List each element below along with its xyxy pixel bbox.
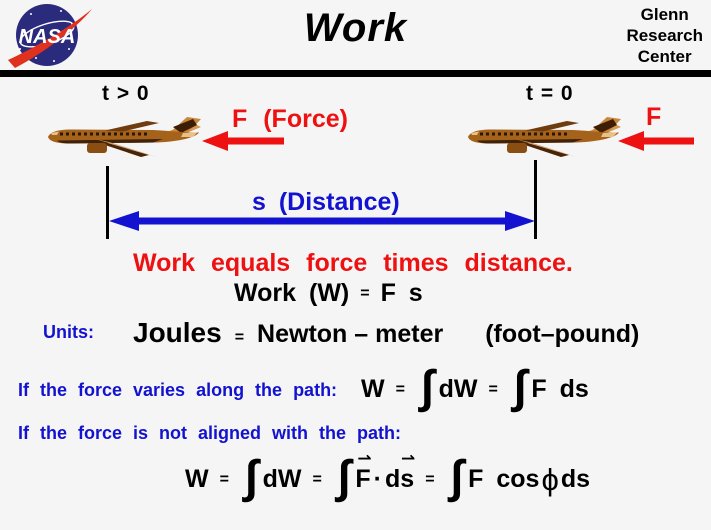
equals-sign: =	[488, 380, 498, 398]
na-w: W	[185, 465, 209, 494]
nasa-logo-icon: NASA	[8, 4, 92, 68]
time-label-left: t > 0	[102, 82, 150, 105]
units-label: Units:	[43, 322, 94, 342]
integral-icon: ∫	[513, 360, 527, 412]
equals-sign: =	[395, 380, 405, 398]
var-dw: dW	[438, 375, 478, 404]
measure-line-right	[534, 160, 537, 239]
nasa-logo-text: NASA	[19, 26, 76, 48]
na-ds: ds	[385, 465, 415, 494]
org-line-3: Center	[637, 47, 692, 66]
airplane-right-icon	[466, 115, 623, 159]
na-dw: dW	[262, 465, 302, 494]
condition-varies-label: If the force varies along the path:	[18, 380, 338, 400]
org-line-2: Research	[626, 26, 703, 45]
work-def-rhs: F s	[380, 279, 423, 307]
equals-sign: =	[312, 470, 322, 488]
airplane-left-icon	[46, 115, 203, 159]
force-label: F (Force)	[232, 105, 348, 133]
condition-not-aligned-label: If the force is not aligned with the pat…	[18, 423, 402, 443]
equals-sign: =	[219, 470, 229, 488]
phi-symbol: ϕ	[541, 461, 559, 497]
na-f: F	[355, 465, 371, 494]
force-label-right: F	[646, 103, 662, 131]
work-definition-formula: Work (W) = F s	[234, 279, 423, 308]
time-label-right: t = 0	[526, 82, 574, 105]
org-line-1: Glenn	[640, 5, 689, 24]
units-joules: Joules	[133, 317, 222, 348]
var-fds: F ds	[531, 375, 589, 404]
not-aligned-formula: W = ∫ dW = ∫ ⇀ F · ⇀ ds = ∫ F cos ϕ ds	[185, 450, 590, 502]
integral-icon: ∫	[450, 450, 464, 502]
varies-formula: W = ∫ dW = ∫ F ds	[361, 360, 589, 412]
nasa-logo-swoosh	[8, 9, 92, 68]
force-arrow-left-icon	[202, 131, 284, 151]
var-w: W	[361, 375, 385, 404]
page-title: Work	[303, 6, 408, 50]
integral-icon: ∫	[420, 360, 434, 412]
distance-arrow-icon	[109, 211, 535, 231]
equals-sign: =	[360, 284, 370, 302]
integral-icon: ∫	[337, 450, 351, 502]
distance-label: s (Distance)	[252, 188, 400, 216]
vector-arrow-icon: ⇀	[357, 449, 372, 469]
vector-arrow-icon: ⇀	[400, 449, 416, 469]
work-def-lhs: Work (W)	[234, 279, 350, 307]
dot-product-icon: ·	[373, 465, 382, 494]
equals-sign: =	[234, 329, 245, 346]
force-vector: ⇀ F	[355, 450, 371, 494]
equals-sign: =	[425, 470, 435, 488]
force-arrow-right-icon	[618, 131, 694, 151]
units-row: Joules = Newton – meter (foot–pound)	[133, 317, 639, 349]
na-ds2: ds	[560, 465, 590, 494]
work-statement: Work equals force times distance.	[133, 249, 573, 277]
measure-line-left	[106, 166, 109, 239]
na-fcos: F cos	[468, 465, 540, 494]
header-divider	[0, 70, 711, 77]
org-name: Glenn Research Center	[626, 4, 703, 67]
displacement-vector: ⇀ ds	[385, 450, 415, 494]
units-newton-meter: Newton – meter	[257, 320, 444, 348]
units-foot-pound: (foot–pound)	[485, 320, 640, 348]
integral-icon: ∫	[244, 450, 258, 502]
